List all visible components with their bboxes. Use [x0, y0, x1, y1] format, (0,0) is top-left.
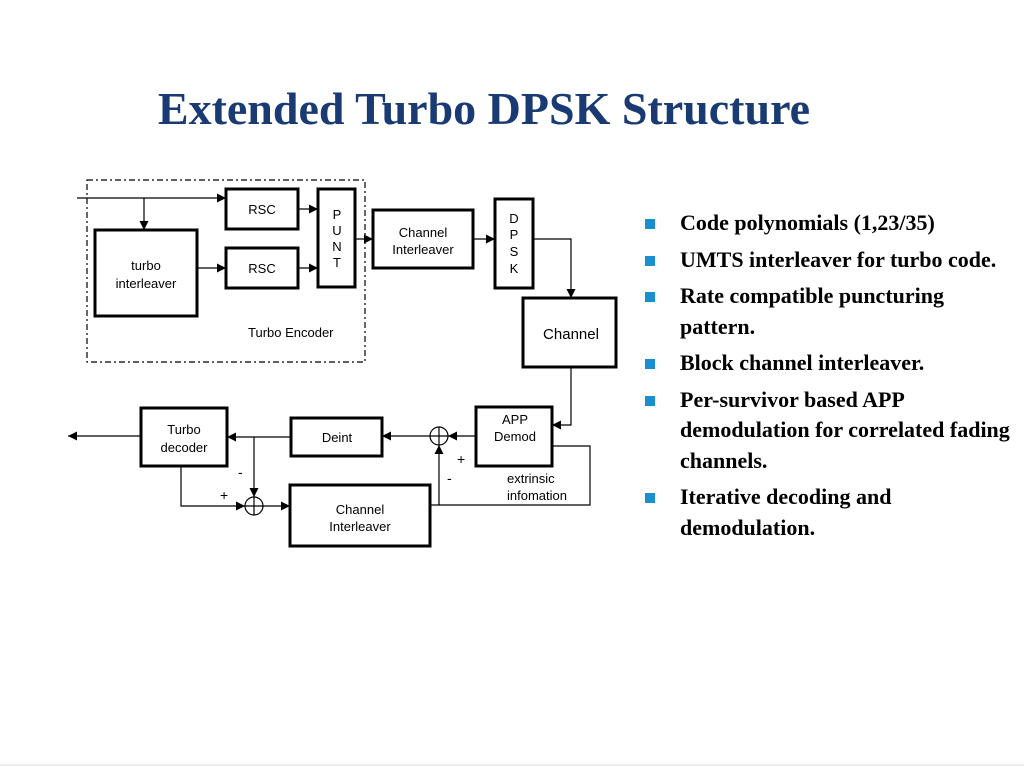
svg-text:N: N: [332, 239, 341, 254]
dpsk-block: D P S K: [493, 197, 535, 290]
svg-text:P: P: [510, 227, 519, 242]
turbo-interleaver-block: turbo interleaver: [93, 228, 199, 318]
svg-text:turbo: turbo: [131, 258, 161, 273]
bullet-item: Iterative decoding and demodulation.: [642, 482, 1012, 543]
svg-text:T: T: [333, 255, 341, 270]
bullet-text: Block channel interleaver.: [680, 350, 925, 375]
svg-text:Interleaver: Interleaver: [329, 519, 391, 534]
svg-text:decoder: decoder: [161, 440, 209, 455]
punt-block: P U N T: [316, 187, 357, 289]
sum-bottom-plus-sign: +: [220, 487, 228, 503]
extrinsic-label-line2: infomation: [507, 488, 567, 503]
svg-text:RSC: RSC: [248, 202, 275, 217]
bullet-item: Block channel interleaver.: [642, 348, 1012, 379]
sum-junction-top: [429, 426, 449, 446]
turbo-encoder-label: Turbo Encoder: [248, 325, 334, 340]
svg-text:P: P: [333, 207, 342, 222]
bullet-list: Code polynomials (1,23/35) UMTS interlea…: [642, 208, 1012, 549]
deint-block: Deint: [289, 416, 384, 458]
rsc-top-block: RSC: [224, 187, 300, 231]
svg-text:D: D: [509, 211, 518, 226]
svg-text:U: U: [332, 223, 341, 238]
svg-text:interleaver: interleaver: [116, 276, 177, 291]
sum-top-plus-sign: +: [457, 451, 465, 467]
svg-text:APP: APP: [502, 412, 528, 427]
svg-text:Demod: Demod: [494, 429, 536, 444]
bullet-text: Per-survivor based APP demodulation for …: [680, 386, 1010, 473]
square-bullet-icon: [645, 255, 655, 266]
channel-block: Channel: [521, 296, 618, 369]
svg-text:Turbo: Turbo: [167, 422, 200, 437]
encoder-connections: [77, 193, 576, 298]
app-demod-block: APP Demod: [474, 405, 554, 468]
bullet-text: Code polynomials (1,23/35): [680, 210, 935, 235]
decoder-connections: [68, 367, 591, 511]
rsc-bottom-block: RSC: [224, 246, 300, 290]
bullet-text: Rate compatible puncturing pattern.: [680, 283, 944, 339]
slide-title: Extended Turbo DPSK Structure: [157, 83, 811, 134]
svg-text:Channel: Channel: [543, 326, 599, 343]
sum-top-minus-sign: -: [447, 470, 452, 486]
square-bullet-icon: [645, 359, 655, 369]
footer-divider: [0, 764, 1024, 766]
bullet-text: Iterative decoding and demodulation.: [680, 484, 892, 540]
bullet-item: Rate compatible puncturing pattern.: [642, 281, 1012, 342]
bullet-item: Per-survivor based APP demodulation for …: [642, 385, 1012, 477]
svg-text:Deint: Deint: [322, 430, 353, 445]
turbo-decoder-block: Turbo decoder: [139, 406, 229, 468]
sum-bottom-minus-sign: -: [238, 464, 243, 480]
svg-text:K: K: [510, 261, 519, 276]
extrinsic-label-line1: extrinsic: [507, 471, 555, 486]
bullet-text: UMTS interleaver for turbo code.: [680, 246, 997, 272]
turbo-encoder-boundary: [86, 179, 366, 363]
svg-text:Channel: Channel: [399, 225, 448, 240]
bullet-item: Code polynomials (1,23/35): [642, 208, 1012, 239]
svg-text:RSC: RSC: [248, 261, 275, 276]
square-bullet-icon: [645, 219, 655, 229]
bullet-item: UMTS interleaver for turbo code.: [642, 245, 1012, 276]
svg-text:S: S: [510, 244, 519, 259]
sum-junction-bottom: [244, 496, 264, 516]
square-bullet-icon: [645, 395, 655, 406]
square-bullet-icon: [645, 493, 655, 503]
square-bullet-icon: [645, 292, 655, 302]
svg-text:Channel: Channel: [336, 502, 385, 517]
channel-interleaver-top-block: Channel Interleaver: [371, 208, 475, 270]
svg-text:Interleaver: Interleaver: [392, 242, 454, 257]
channel-interleaver-bottom-block: Channel Interleaver: [288, 483, 432, 548]
